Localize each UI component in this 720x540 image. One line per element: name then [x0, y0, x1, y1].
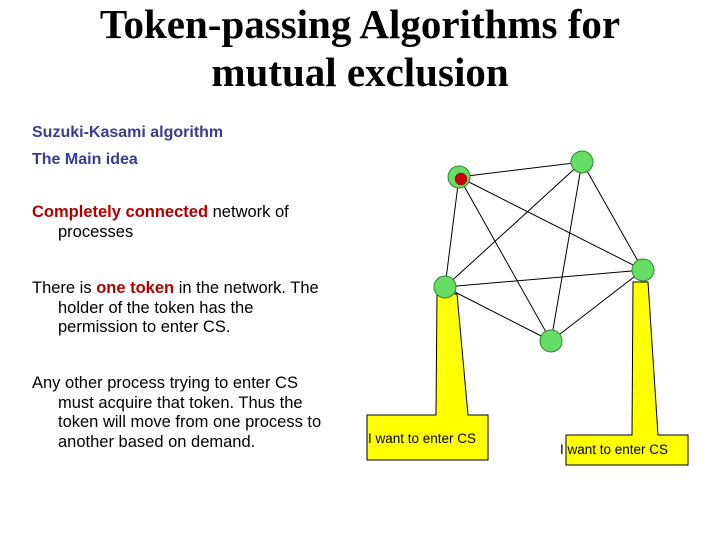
callout-left-text: I want to enter CS [368, 431, 477, 446]
para3-line1: Any other process trying to enter CS [32, 374, 298, 392]
edge [444, 176, 460, 288]
highlight-completely-connected: Completely connected [32, 203, 209, 221]
para2-line1-pre: There is [32, 279, 97, 297]
paragraph-one-token: There is one token in the network. The h… [32, 279, 502, 338]
edge [550, 269, 644, 342]
callout-right-shape [565, 281, 689, 466]
para2-line1-post: in the network. The [174, 279, 319, 297]
edge [581, 161, 644, 271]
edge [458, 161, 583, 178]
process-node-bottom[interactable] [539, 329, 563, 353]
para2-line3: permission to enter CS. [58, 318, 231, 336]
edge [550, 161, 583, 342]
edge [458, 176, 552, 342]
process-node-top-right[interactable] [570, 150, 594, 174]
process-node-right[interactable] [631, 258, 655, 282]
edge [458, 176, 644, 271]
token-icon [454, 172, 468, 186]
para3-line3: token will move from one process to [58, 413, 322, 431]
para3-line4: another based on demand. [58, 432, 256, 451]
edge [444, 269, 644, 288]
para1-line1-rest: network of [208, 203, 289, 221]
edge [444, 286, 552, 342]
network-nodes [433, 150, 655, 353]
edge [444, 161, 583, 288]
title-line-2: mutual exclusion [211, 49, 509, 95]
callout-right-text: I want to enter CS [560, 442, 669, 457]
callout-left-shape [366, 293, 489, 461]
title-line-1: Token-passing Algorithms for [99, 1, 621, 47]
subtitle-algorithm: Suzuki-Kasami algorithm [32, 124, 224, 141]
subtitle-main-idea: The Main idea [32, 151, 138, 168]
network-edges [444, 161, 644, 342]
highlight-one-token: one token [96, 279, 175, 297]
para2-line2: holder of the token has the [58, 298, 254, 317]
paragraph-connected-network: Completely connected network of processe… [32, 203, 502, 242]
process-node-middle-left[interactable] [433, 275, 457, 299]
slide-title: Token-passing Algorithms for mutual excl… [0, 0, 720, 96]
para1-line2: processes [58, 222, 134, 241]
paragraph-acquire-token: Any other process trying to enter CS mus… [32, 374, 502, 452]
para3-line2: must acquire that token. Thus the [58, 393, 303, 412]
